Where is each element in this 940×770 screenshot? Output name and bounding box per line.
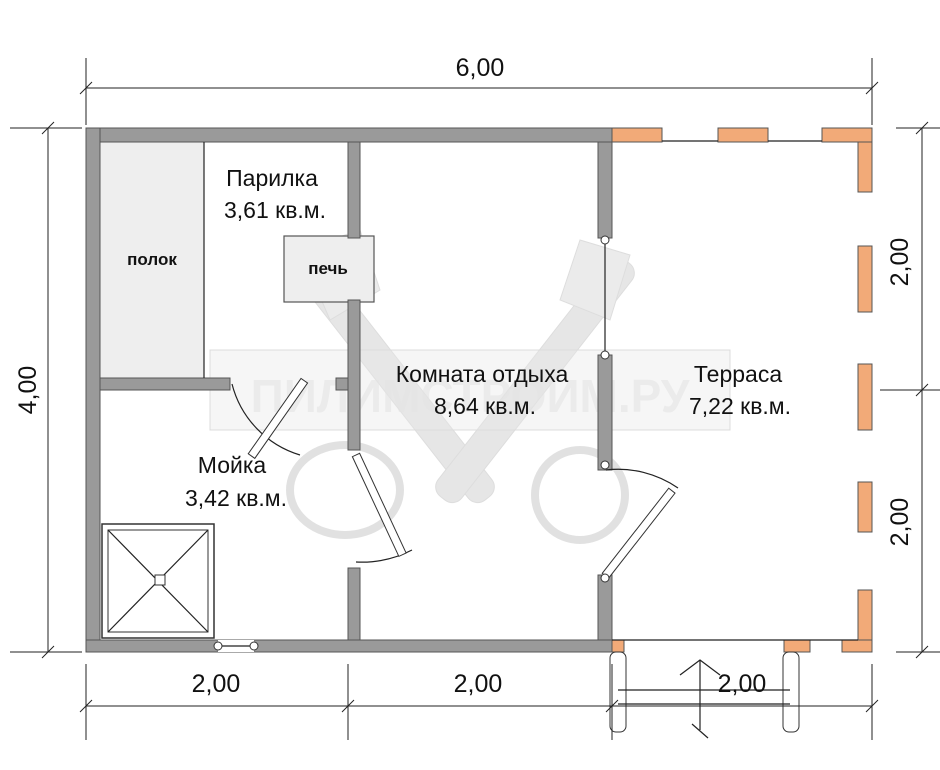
dim-right-lower: 2,00 — [886, 498, 914, 547]
log-end-icon — [286, 441, 629, 544]
washroom-name: Мойка — [198, 452, 267, 478]
stove-label: печь — [308, 259, 348, 278]
dim-bottom-left: 2,00 — [192, 670, 241, 698]
terrace-area: 7,22 кв.м. — [689, 393, 791, 419]
dimension-lines — [10, 58, 940, 740]
steam-room-area: 3,61 кв.м. — [224, 197, 326, 223]
dim-bottom-middle: 2,00 — [454, 670, 503, 698]
bench-label: полок — [127, 250, 177, 269]
stove — [283, 235, 375, 303]
doors — [213, 235, 679, 651]
entrance-steps — [609, 651, 800, 739]
terrace-name: Терраса — [694, 361, 782, 387]
shower-tray — [101, 523, 215, 639]
lounge-area: 8,64 кв.м. — [434, 393, 536, 419]
steam-room-name: Парилка — [226, 165, 318, 191]
axe-right-icon — [435, 239, 635, 504]
washroom-area: 3,42 кв.м. — [185, 485, 287, 511]
lounge-name: Комната отдыха — [396, 361, 569, 387]
watermark-text: ПИЛИМСТРОИМ.РУ — [251, 370, 691, 422]
dim-top-total: 6,00 — [456, 54, 505, 82]
dim-right-upper: 2,00 — [886, 238, 914, 287]
terrace-posts — [611, 127, 873, 653]
dim-bottom-right: 2,00 — [718, 670, 767, 698]
dim-left-total: 4,00 — [14, 366, 42, 415]
